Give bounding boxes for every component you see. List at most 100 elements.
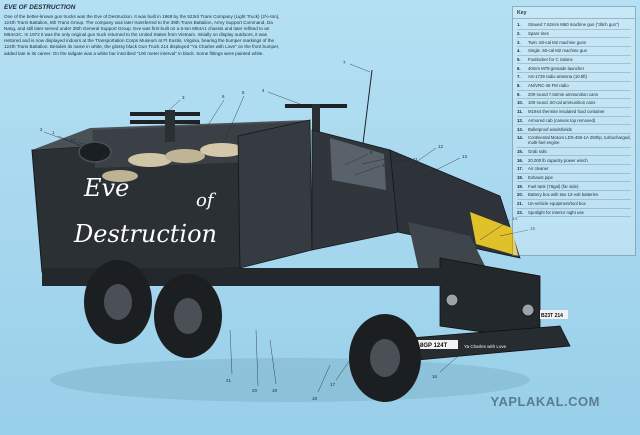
bumper-text-right: B23T 214 [541,313,563,319]
key-item-text: Spare tires [528,30,549,36]
spare-tire [78,141,112,163]
callout-9: 9 [382,163,385,168]
key-item-text: Stowed 7.62mm M60 machine gun ("ditch gu… [528,22,619,28]
key-item-text: Un-vehicle equipment/tool box [528,201,586,207]
callout-20: 20 [252,388,258,393]
callout-21: 21 [226,378,232,383]
callout-12: 12 [438,144,444,149]
watermark: YAPLAKAL.COM [490,394,600,409]
key-item-number: 6. [517,65,521,71]
wheel-rear-1 [84,260,152,344]
single-machine-gun [285,104,347,134]
key-item-text: Armored cab (canvas top removed) [528,117,596,123]
key-item: 12. Armored cab (canvas top removed) [517,117,631,126]
ground-shadow [50,358,530,402]
intro-title: EVE OF DESTRUCTION [4,4,76,11]
key-item-number: 13. [517,126,523,132]
bumper-plate-right [540,310,568,319]
key-item: 7. AS-1729 radio antenna (10.5ft) [517,73,631,82]
key-item-text: 200-round 7.62mm ammunition cans [528,91,598,97]
key-panel: Key 1.Stowed 7.62mm M60 machine gun ("di… [512,6,636,256]
sandbag [102,170,138,182]
key-item: 2.Spare tires [517,30,631,39]
callout-3: 3 [182,95,185,100]
sandbag [165,149,205,163]
key-item-number: 3. [517,39,521,45]
key-item-number: 8. [517,83,521,89]
callouts: 1 2 3 4 5 6 7 8 9 10 11 12 13 1 [40,60,536,401]
callout-14: 14 [512,216,518,221]
callout-13: 13 [462,154,468,159]
key-item-number: 22. [517,209,523,215]
key-item-text: Footlocker for C rations [528,57,573,63]
engine-block [408,222,490,276]
key-item-text: Grab rails [528,149,547,155]
key-item-text: 40mm M79 grenade launcher [528,65,585,71]
headlight [445,293,459,307]
bumper-text-left: 8GP 124T [420,343,448,349]
key-item: 16.20,000 lb capacity power winch [517,156,631,166]
callout-6: 6 [222,94,225,99]
callout-5: 5 [242,90,245,95]
key-item: 19.Fuel tank (78gal) (far side) [517,182,631,192]
key-item-text: 100-round .50-cal ammunition cans [528,100,596,106]
wheel-rear-2 [154,274,222,358]
key-item-text: Bulletproof windshields [528,126,572,132]
callout-2: 2 [40,127,43,132]
callout-10: 10 [396,153,402,158]
key-item-number: 5. [517,57,521,63]
bumper-slogan: Ya Charles with Love [464,344,507,349]
key-item-number: 1. [517,22,521,28]
key-item: 8. AN/VRC-46 FM radio [517,82,631,91]
armored-box-front-wall [237,119,313,269]
key-item: 1. Stowed 7.62mm M60 machine gun ("ditch … [517,21,631,30]
callout-1: 1 [52,130,55,135]
key-item-text: AS-1729 radio antenna (10.5ft) [528,74,588,80]
key-item-number: 18. [517,175,523,181]
key-item-number: 15. [517,149,523,155]
callout-4: 4 [262,88,265,93]
callout-22: 22 [70,138,76,143]
key-item-number: 16. [517,157,523,163]
key-item: 13. Bulletproof windshields [517,125,631,134]
key-item: 3.Twin .50-cal M2 machine guns [517,38,631,48]
key-item-number: 11. [517,109,523,115]
callout-19: 19 [272,388,278,393]
wheel-front [349,314,421,402]
key-item: 18.Exhaust pipe [517,174,631,183]
hood-yellow-panel [470,212,518,256]
bumper-plate-left [418,340,458,349]
key-item: 17.Air cleaner [517,165,631,174]
callout-16: 16 [432,374,438,379]
callout-8: 8 [370,150,373,155]
key-item: 10.100-round .50-cal ammunition cans [517,99,631,108]
key-item-number: 4. [517,48,521,54]
key-item: 20.Battery box with two 12-volt batterie… [517,191,631,200]
key-item-number: 9. [517,91,521,97]
callout-17: 17 [330,382,336,387]
key-item-text: AN/VRC-46 FM radio [528,83,569,89]
key-item-number: 12. [517,117,523,123]
intro-panel: EVE OF DESTRUCTION One of the better-kno… [4,4,282,57]
key-item: 11. M1944 thermite insulated food contain… [517,108,631,117]
key-item-number: 21. [517,201,523,207]
sandbag [200,143,244,157]
side-name-line2: of [196,190,217,211]
key-item: 5. Footlocker for C rations [517,56,631,65]
key-item: 6. 40mm M79 grenade launcher [517,64,631,74]
callout-11: 11 [413,157,418,162]
key-item-text: Single .50-cal M2 machine gun [528,48,587,54]
intro-body: One of the better-known gun trucks was t… [4,14,280,56]
key-item: 15. Grab rails [517,148,631,157]
key-item-number: 14. [517,135,523,141]
key-item-number: 7. [517,74,521,80]
key-item: 4. Single .50-cal M2 machine gun [517,47,631,56]
key-item-text: M1944 thermite insulated food container [528,109,605,115]
key-item-text: Spotlight for interior night use [528,209,584,215]
key-item-number: 17. [517,166,523,172]
key-item-text: Fuel tank (78gal) (far side) [528,183,579,189]
key-item-text: Battery box with two 12-volt batteries [528,192,599,198]
callout-7: 7 [343,60,346,65]
